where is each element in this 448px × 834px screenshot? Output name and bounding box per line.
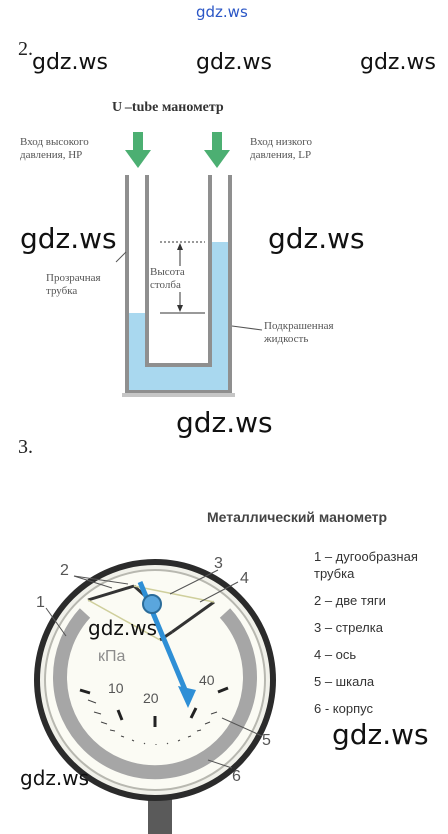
legend-item-3: 3 – стрелка	[314, 620, 383, 635]
callout-6: 6	[232, 768, 241, 785]
transparent-tube-pointer	[115, 251, 127, 263]
scale-label-40: 40	[199, 672, 215, 688]
legend-item-4: 4 – ось	[314, 647, 357, 662]
watermark: gdz.ws	[176, 406, 273, 439]
metal-manometer-title: Металлический манометр	[207, 509, 388, 525]
callout-lines	[45, 569, 263, 769]
low-pressure-arrow-icon	[204, 132, 230, 168]
liquid-pointer	[231, 325, 263, 331]
high-pressure-inlet-label: Вход высокого давления, HP	[20, 136, 89, 161]
callout-4: 4	[240, 570, 249, 587]
colored-liquid-label: Подкрашенная жидкость	[264, 320, 334, 345]
utube-title: U –tube манометр	[112, 100, 224, 115]
utube-manometer-diagram	[115, 132, 263, 397]
curved-tube	[53, 608, 257, 780]
transparent-tube	[125, 175, 232, 394]
gauge-legend: 1 – дугообразная трубка 2 – две тяги 3 –…	[314, 548, 442, 717]
watermark: gdz.ws	[88, 616, 158, 640]
legend-item-6: 6 - корпус	[314, 701, 373, 716]
watermark: gdz.ws	[196, 50, 272, 75]
watermark: gdz.ws	[20, 766, 90, 790]
gauge-unit-label: кПа	[98, 648, 126, 665]
callout-5: 5	[262, 732, 271, 749]
callout-1: 1	[36, 594, 45, 611]
high-pressure-arrow-icon	[125, 132, 151, 168]
column-height-marker	[160, 241, 205, 314]
legend-item-5: 5 – шкала	[314, 674, 375, 689]
top-watermark: gdz.ws	[196, 3, 248, 21]
column-height-label: Высота столба	[150, 266, 192, 292]
transparent-tube-label: Прозрачная трубка	[46, 272, 101, 297]
watermark: gdz.ws	[32, 50, 108, 75]
metal-manometer-diagram	[34, 559, 276, 834]
watermark: gdz.ws	[268, 222, 365, 255]
question-3-number: 3.	[18, 436, 33, 458]
question-2-number: 2.	[18, 38, 33, 60]
scale-label-10: 10	[108, 680, 124, 696]
watermark: gdz.ws	[332, 718, 429, 751]
legend-item-2: 2 – две тяги	[314, 593, 386, 608]
gauge-scale	[87, 699, 218, 745]
low-pressure-inlet-label: Вход низкого давления, LP	[250, 136, 312, 161]
legend-item-1: 1 – дугообразная трубка	[314, 549, 418, 581]
gauge-major-ticks	[79, 686, 229, 727]
watermark: gdz.ws	[360, 50, 436, 75]
callout-2: 2	[60, 562, 69, 579]
tube-base	[122, 393, 235, 397]
guide-lines	[87, 585, 215, 641]
callout-3: 3	[214, 555, 223, 572]
colored-liquid	[129, 242, 228, 391]
gauge-face	[44, 569, 266, 791]
scale-label-20: 20	[143, 690, 159, 706]
watermark: gdz.ws	[20, 222, 117, 255]
gauge-axis	[142, 594, 162, 614]
